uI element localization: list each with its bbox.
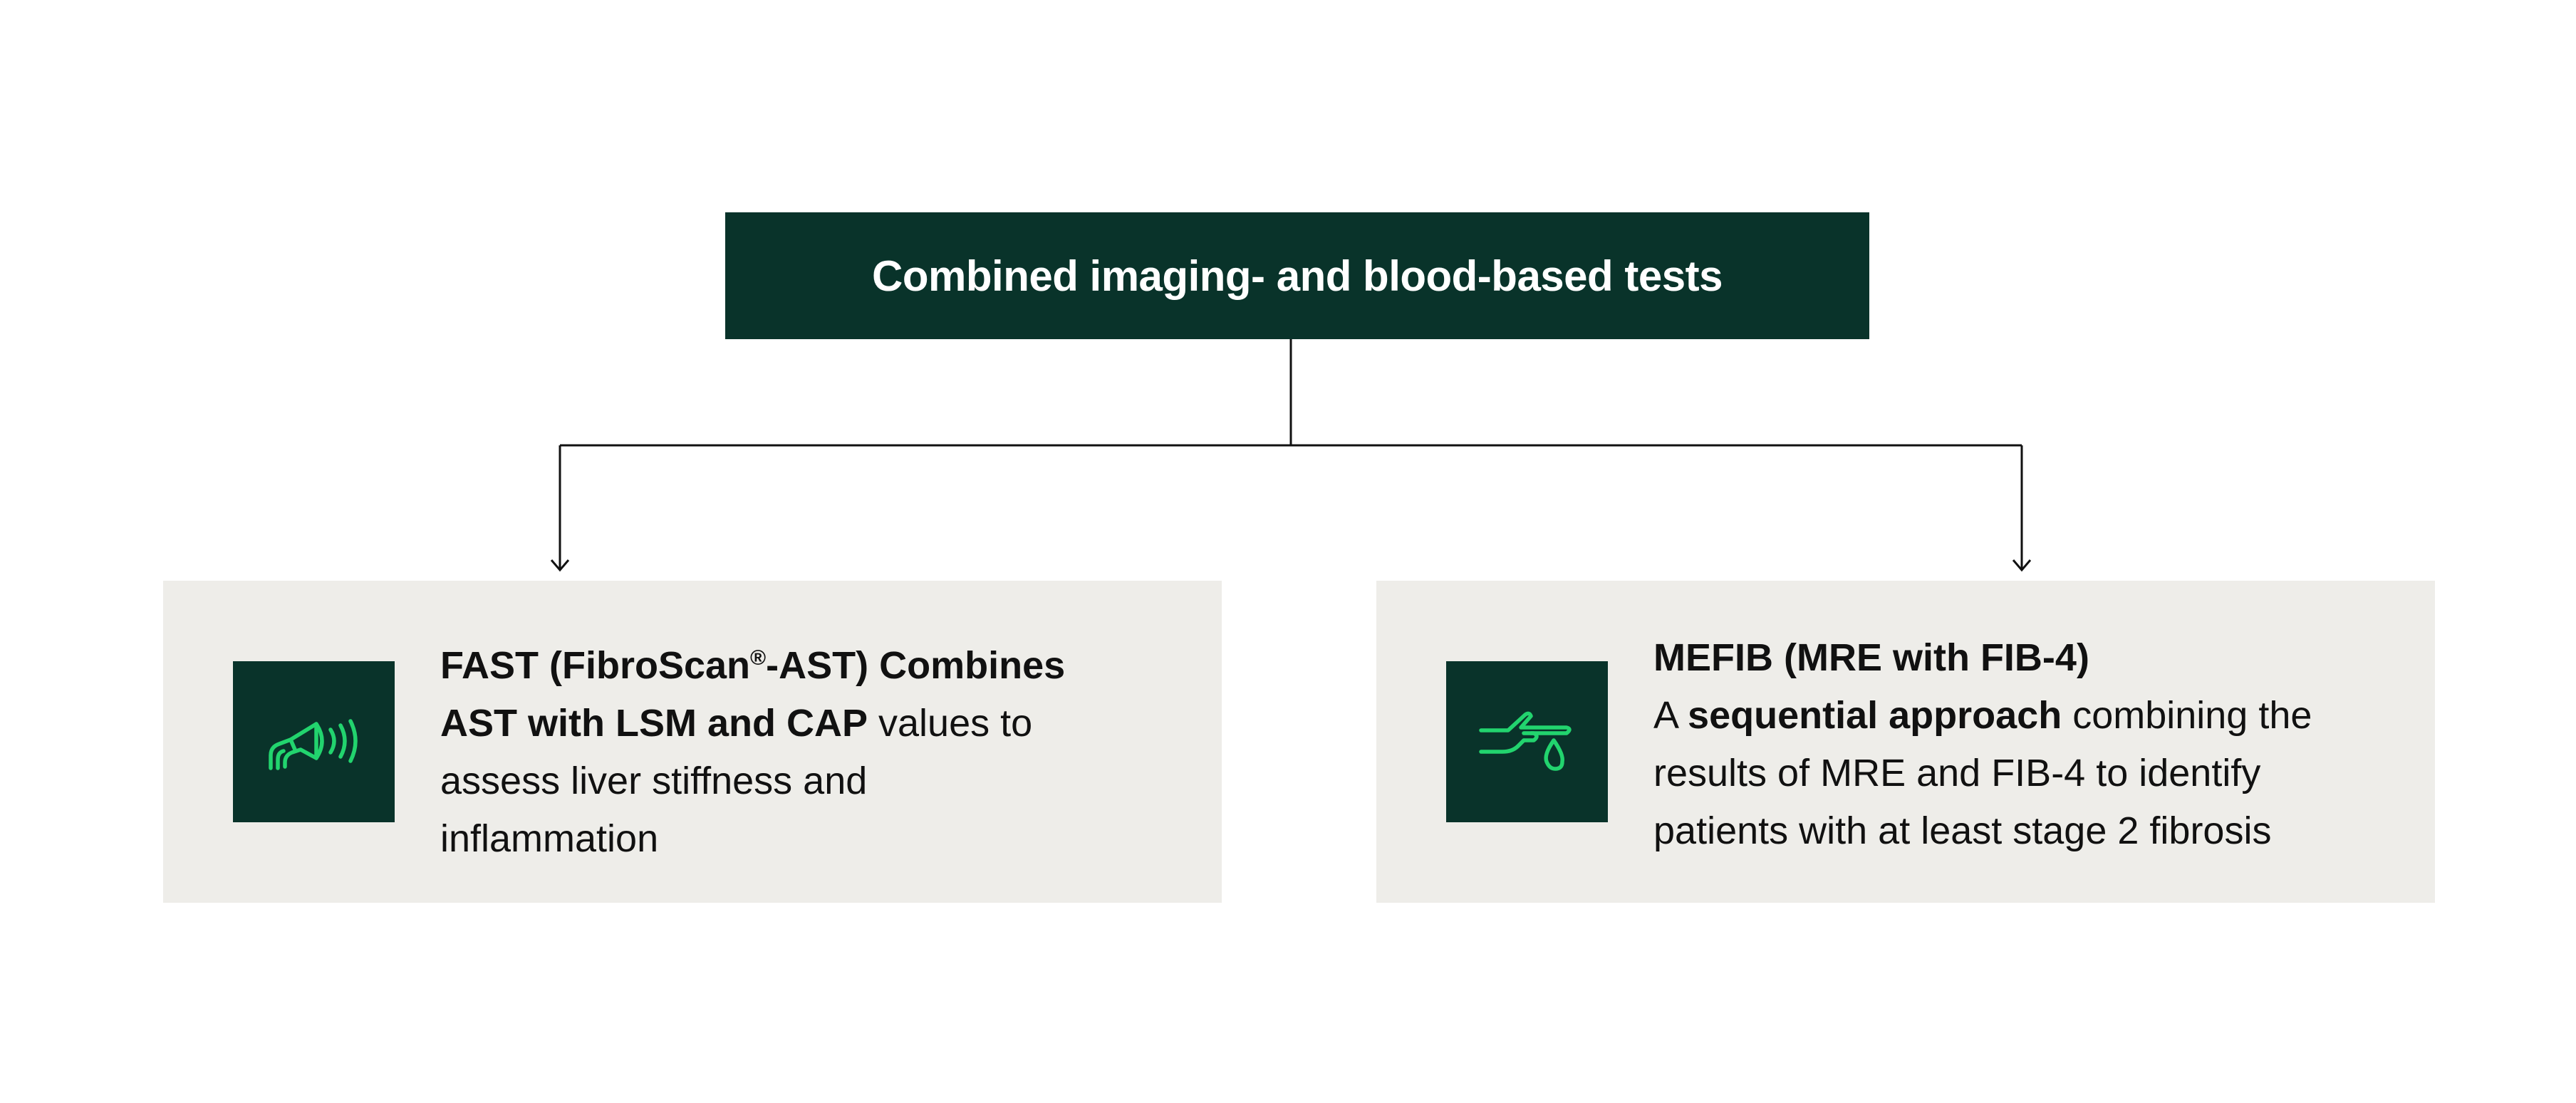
card-line: FAST (FibroScan®-AST) Combines [440, 629, 1174, 695]
icon-box-fast [233, 661, 395, 822]
text-run: MEFIB (MRE with FIB-4) [1653, 636, 2089, 679]
card-line: assess liver stiffness and [440, 760, 868, 802]
arrowhead-right [2012, 559, 2032, 572]
text-run: A [1653, 694, 1688, 737]
icon-box-mefib [1446, 661, 1608, 822]
card-line: MEFIB (MRE with FIB-4) [1653, 629, 2387, 687]
ultrasound-wave-icon [268, 719, 358, 770]
text-run: -AST) Combines [766, 644, 1066, 687]
title-box: Combined imaging- and blood-based tests [725, 212, 1869, 339]
card-line: patients with at least stage 2 fibrosis [1653, 809, 2272, 852]
card-fast-text: FAST (FibroScan®-AST) Combines AST with … [440, 629, 1174, 868]
arrowhead-left [550, 559, 570, 572]
card-line: results of MRE and FIB-4 to identify [1653, 752, 2261, 794]
text-run: sequential approach [1688, 694, 2062, 737]
text-run: FAST (FibroScan [440, 644, 751, 687]
card-line: AST with LSM and CAP values to [440, 695, 1174, 752]
card-line: A sequential approach combining the [1653, 687, 2387, 745]
card-mefib: MEFIB (MRE with FIB-4) A sequential appr… [1376, 581, 2435, 903]
finger-prick-blood-drop-icon [1478, 711, 1572, 771]
text-run: values to [868, 702, 1033, 745]
text-run: combining the [2062, 694, 2312, 737]
card-line: inflammation [440, 817, 659, 860]
text-run: AST with LSM and CAP [440, 702, 868, 745]
card-fast: FAST (FibroScan®-AST) Combines AST with … [163, 581, 1222, 903]
diagram-title: Combined imaging- and blood-based tests [872, 252, 1723, 300]
card-mefib-text: MEFIB (MRE with FIB-4) A sequential appr… [1653, 629, 2387, 860]
registered-mark: ® [750, 646, 767, 670]
